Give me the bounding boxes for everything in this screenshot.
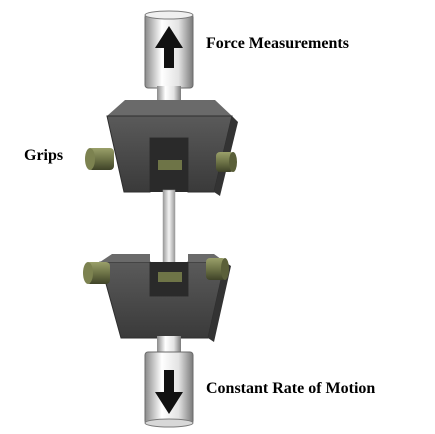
arrow-down-icon: [155, 370, 183, 414]
label-force-measurements: Force Measurements: [206, 35, 349, 52]
lower-left-pin: [83, 262, 110, 284]
lower-right-pin: [206, 258, 229, 280]
upper-right-pin: [216, 152, 237, 172]
lower-grip: [83, 254, 231, 342]
specimen-rod: [162, 189, 176, 269]
label-grips: Grips: [24, 147, 63, 164]
upper-left-pin: [85, 148, 114, 170]
upper-grip: [85, 100, 238, 196]
label-constant-rate-of-motion: Constant Rate of Motion: [206, 380, 375, 397]
arrow-up-icon: [155, 26, 183, 68]
top-actuator: [144, 10, 194, 112]
bottom-actuator: [144, 336, 194, 428]
